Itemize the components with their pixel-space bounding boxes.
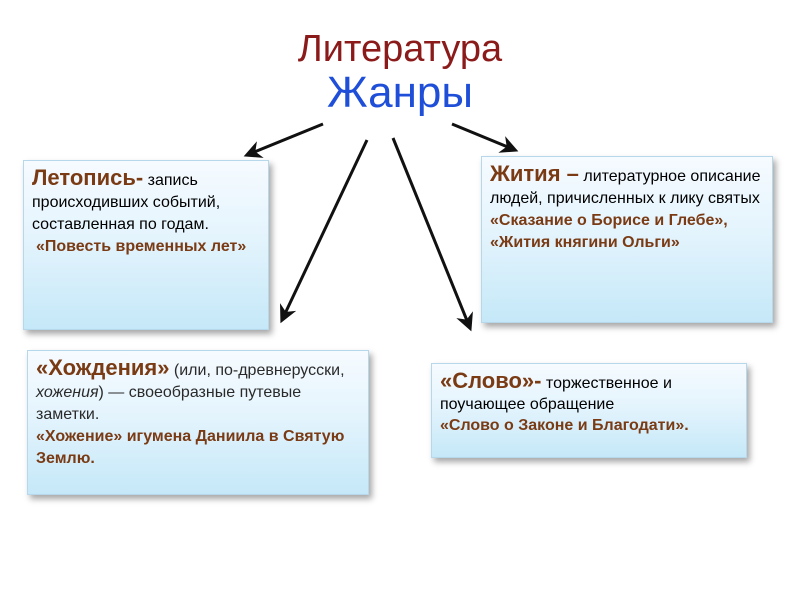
desc-khozhdeniya-b: ) — своеобразные путевые заметки. bbox=[36, 384, 302, 423]
term-slovo: «Слово»- bbox=[440, 368, 542, 393]
desc-khozhdeniya-em: хожения bbox=[36, 384, 99, 401]
desc-slovo: торжественное и поучающее обращение bbox=[440, 375, 672, 413]
term-zhitiya: Жития – bbox=[490, 161, 579, 186]
desc-zhitiya: литературное описание людей, причисленны… bbox=[490, 168, 761, 207]
box-zhitiya: Жития – литературное описание людей, при… bbox=[481, 156, 773, 323]
work-letopis: «Повесть временных лет» bbox=[36, 238, 247, 255]
desc-letopis: запись происходивших событий, составленн… bbox=[32, 172, 221, 233]
arrow-to-slovo bbox=[391, 137, 473, 332]
arrow-to-khozhdeniya bbox=[280, 139, 369, 324]
arrow-to-letopis bbox=[243, 122, 324, 158]
work-zhitiya: «Сказание о Борисе и Глебе», «Жития княг… bbox=[490, 212, 728, 251]
term-letopis: Летопись- bbox=[32, 165, 144, 190]
work-slovo: «Слово о Законе и Благодати». bbox=[440, 417, 689, 434]
page-title-literature: Литература bbox=[297, 28, 503, 70]
desc-khozhdeniya-a: (или, по-древнерусски, bbox=[169, 362, 345, 379]
arrow-to-zhitiya bbox=[451, 122, 519, 153]
box-letopis: Летопись- запись происходивших событий, … bbox=[23, 160, 269, 330]
page-title-genres: Жанры bbox=[327, 68, 473, 117]
box-khozhdeniya: «Хождения» (или, по-древнерусски, хожени… bbox=[27, 350, 369, 495]
work-khozhdeniya: «Хожение» игумена Даниила в Святую Землю… bbox=[36, 428, 345, 467]
term-khozhdeniya: «Хождения» bbox=[36, 355, 170, 380]
box-slovo: «Слово»- торжественное и поучающее обращ… bbox=[431, 363, 747, 458]
